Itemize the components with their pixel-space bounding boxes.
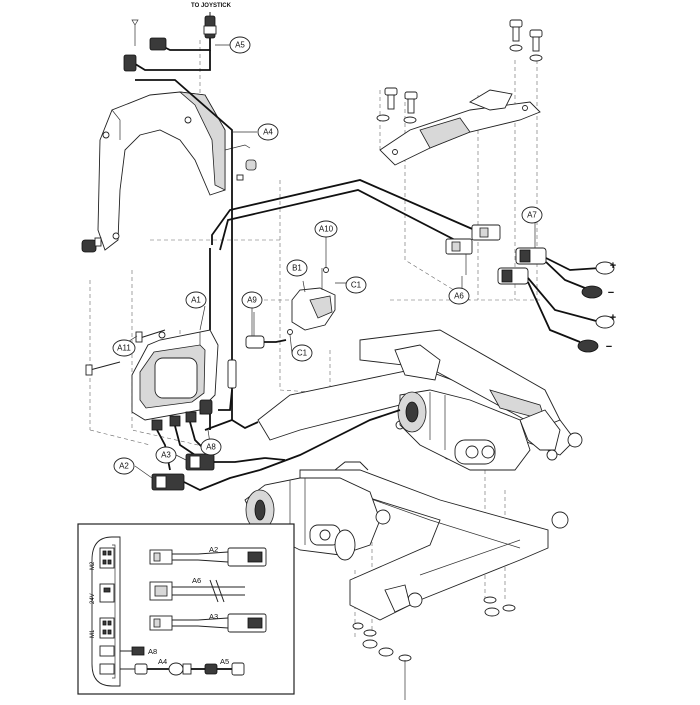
plus-sign-1: +: [610, 260, 616, 272]
inset-label-a8: A8: [148, 647, 157, 656]
svg-text:A11: A11: [117, 344, 131, 353]
callout-a9: A9: [241, 291, 263, 309]
svg-text:A6: A6: [454, 292, 464, 301]
controller-a1: [131, 329, 219, 431]
harness-a5: [123, 19, 233, 72]
callout-b1: B1: [286, 259, 308, 277]
port-label-m1: M1: [90, 629, 96, 638]
svg-text:A3: A3: [161, 451, 171, 460]
inset-harness-a2: A2: [149, 545, 267, 567]
callout-a10: A10: [314, 220, 338, 238]
port-label-m2: M2: [90, 561, 96, 570]
bolt-3: [384, 87, 398, 110]
bolt-1: [509, 19, 523, 42]
svg-text:A2: A2: [119, 462, 129, 471]
callout-a5: A5: [229, 36, 251, 54]
svg-text:B1: B1: [292, 264, 302, 273]
knob-nut: [81, 237, 102, 253]
bottom-hardware: [352, 596, 516, 700]
chassis-frame: [257, 329, 583, 621]
inset-wiring-panel: M2 24V M1 A2 A6 A3: [77, 523, 295, 695]
port-label-bat: 24V: [90, 593, 96, 604]
inset-harness-a4-a5: A4 A5: [120, 657, 245, 676]
harness-a2-a3-a8: [151, 399, 266, 491]
seat-bracket: [376, 19, 543, 166]
plus-sign-2: +: [610, 312, 616, 324]
bolt-2: [529, 29, 543, 52]
callout-a3: A3: [155, 446, 177, 464]
inset-connector-a8: A8: [120, 646, 157, 656]
screw-a11: [85, 329, 166, 376]
component-a9: [245, 312, 287, 349]
svg-text:A1: A1: [191, 296, 201, 305]
harness-a6: [209, 179, 501, 330]
inset-label-a6: A6: [192, 576, 201, 585]
callout-a2: A2: [113, 457, 135, 475]
callout-a8: A8: [200, 438, 222, 456]
bolt-4: [404, 91, 418, 114]
joystick-connector: TO JOYSTICK: [191, 3, 232, 39]
inset-label-a2: A2: [209, 545, 218, 554]
svg-text:A8: A8: [206, 443, 216, 452]
callout-a1: A1: [185, 291, 207, 309]
callout-c1-top: C1: [345, 276, 367, 294]
bracket-b1: [287, 267, 336, 335]
callout-c1-bottom: C1: [291, 344, 313, 362]
callout-a4: A4: [257, 123, 279, 141]
callout-a7: A7: [521, 206, 543, 224]
svg-text:A9: A9: [247, 296, 257, 305]
svg-text:A7: A7: [527, 211, 537, 220]
svg-text:A5: A5: [235, 41, 245, 50]
motor-wiring: [231, 409, 401, 471]
to-joystick-label: TO JOYSTICK: [191, 3, 232, 9]
svg-text:A10: A10: [319, 225, 334, 234]
svg-text:C1: C1: [297, 349, 308, 358]
inset-label-a5: A5: [220, 657, 229, 666]
drive-motor-right: [397, 389, 531, 471]
battery-connectors-a7: [497, 222, 615, 353]
minus-sign-2: −: [606, 341, 612, 353]
callout-a6: A6: [448, 287, 470, 305]
inset-harness-a3: A3: [149, 612, 267, 633]
svg-text:A4: A4: [263, 128, 273, 137]
inset-label-a3: A3: [209, 612, 218, 621]
inset-label-a4: A4: [158, 657, 167, 666]
controller-bracket: [97, 91, 257, 251]
callout-a11: A11: [112, 339, 136, 357]
minus-sign-1: −: [608, 287, 614, 299]
inset-harness-a6: A6: [149, 576, 245, 603]
svg-text:C1: C1: [351, 281, 362, 290]
